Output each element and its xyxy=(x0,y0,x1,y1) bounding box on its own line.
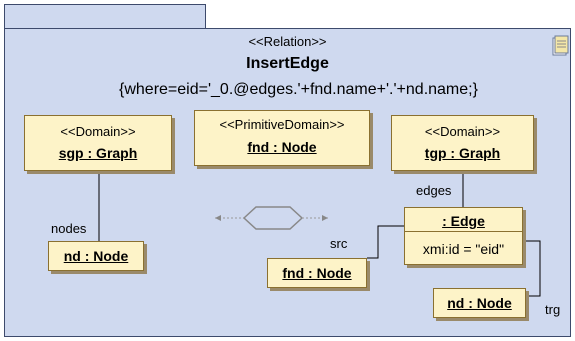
node-sgp-graph[interactable]: <<Domain>> sgp : Graph xyxy=(24,115,172,171)
trg-role-label: trg xyxy=(545,302,561,317)
nd-left-name: nd : Node xyxy=(63,248,129,264)
fnd-domain-name: fnd : Node xyxy=(247,139,317,155)
edges-role-label: edges xyxy=(416,183,452,198)
sgp-stereotype: <<Domain>> xyxy=(60,124,136,139)
src-link xyxy=(367,225,404,259)
node-tgp-graph[interactable]: <<Domain>> tgp : Graph xyxy=(391,115,534,171)
relation-stereotype: <<Relation>> xyxy=(248,34,327,49)
tgp-stereotype: <<Domain>> xyxy=(424,124,501,139)
edge-name: : Edge xyxy=(442,213,485,229)
node-nd-right[interactable]: nd : Node xyxy=(433,288,526,318)
fnd-domain-stereotype: <<PrimitiveDomain>> xyxy=(219,117,345,132)
hexagon-arrow-icon xyxy=(215,206,328,230)
node-fnd-primitive-domain[interactable]: <<PrimitiveDomain>> fnd : Node xyxy=(194,110,370,166)
edge-attribute-separator xyxy=(405,231,522,232)
node-fnd[interactable]: fnd : Node xyxy=(267,258,367,288)
trg-link xyxy=(523,240,541,297)
diagram-tab xyxy=(4,4,206,28)
node-edge[interactable]: : Edge xmi:id = "eid" xyxy=(404,207,523,265)
src-role-label: src xyxy=(330,236,348,251)
tgp-name: tgp : Graph xyxy=(424,145,501,161)
fnd-name: fnd : Node xyxy=(282,265,352,281)
nodes-role-label: nodes xyxy=(51,221,87,236)
nd-right-name: nd : Node xyxy=(447,295,512,311)
relation-name: InsertEdge xyxy=(246,55,329,72)
sgp-name: sgp : Graph xyxy=(58,145,138,161)
note-icon[interactable] xyxy=(551,35,569,57)
edge-attribute: xmi:id = "eid" xyxy=(422,241,505,257)
relation-constraint: {where=eid='_0.@edges.'+fnd.name+'.'+nd.… xyxy=(119,81,478,98)
node-nd-left[interactable]: nd : Node xyxy=(48,241,144,271)
